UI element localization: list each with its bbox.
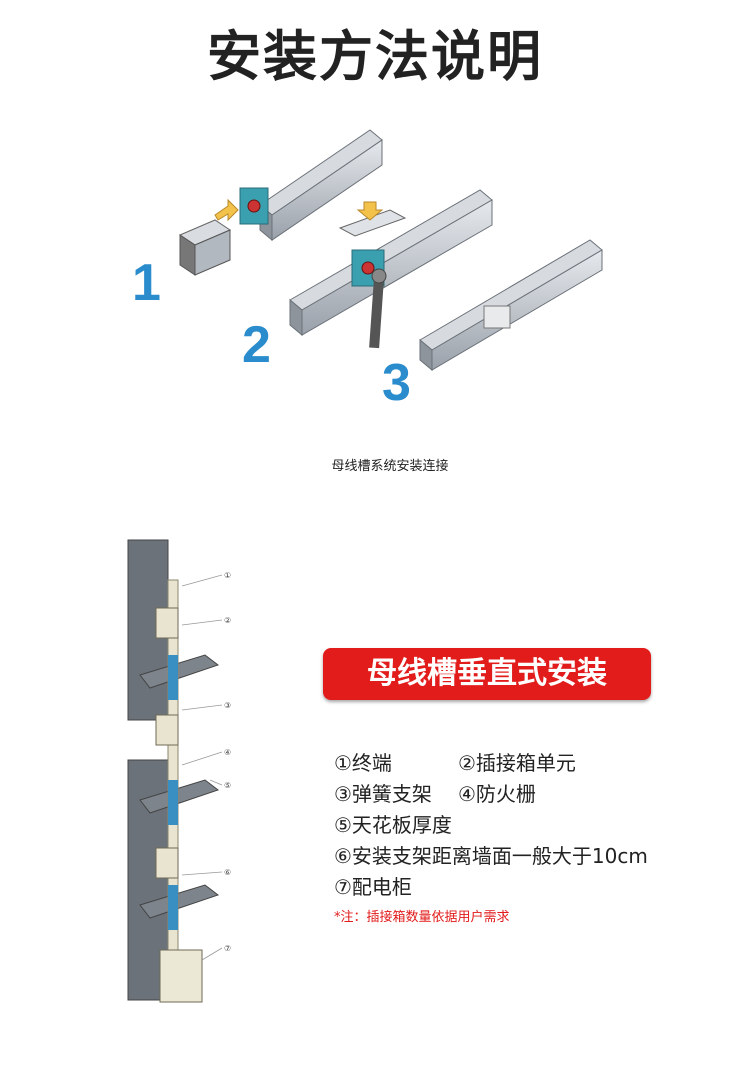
diagram-callout: ① <box>224 571 231 580</box>
step-number: 2 <box>242 316 271 374</box>
legend-item: ⑦配电柜 <box>334 875 412 899</box>
legend-row: ①终端 ②插接箱单元 <box>334 748 648 779</box>
diagram-callout: ⑦ <box>224 944 231 953</box>
vertical-installation-diagram: ① ② ③ ④ ⑤ ⑥ ⑦ <box>127 539 231 1003</box>
legend-item: ⑥安装支架距离墙面一般大于10cm <box>334 844 648 868</box>
diagram-callout: ③ <box>224 701 231 710</box>
legend-row: ⑥安装支架距离墙面一般大于10cm <box>334 841 648 872</box>
section-banner: 母线槽垂直式安装 <box>323 648 651 700</box>
step-1-graphic <box>178 129 383 276</box>
step-number: 3 <box>382 354 411 412</box>
diagram-callout: ⑥ <box>224 868 231 877</box>
legend-item: ③弹簧支架 <box>334 782 432 806</box>
legend-item: ①终端 <box>334 751 392 775</box>
diagram-callout: ④ <box>224 748 231 757</box>
legend: ①终端 ②插接箱单元 ③弹簧支架 ④防火栅 ⑤天花板厚度 ⑥安装支架距离墙面一般大于… <box>334 748 648 903</box>
legend-item: ⑤天花板厚度 <box>334 813 452 837</box>
legend-item: ②插接箱单元 <box>458 751 576 775</box>
steps-caption: 母线槽系统安装连接 <box>331 459 449 474</box>
page-title: 安装方法说明 <box>207 25 543 88</box>
diagram-callout: ② <box>224 616 231 625</box>
legend-item: ④防火栅 <box>458 782 536 806</box>
step-number: 1 <box>132 254 161 312</box>
step-2-graphic <box>289 189 493 349</box>
legend-row: ⑦配电柜 <box>334 872 648 903</box>
busway-connection-illustration: 1 2 3 <box>132 129 603 412</box>
diagram-callout: ⑤ <box>224 781 231 790</box>
legend-row: ③弹簧支架 ④防火栅 <box>334 779 648 810</box>
legend-row: ⑤天花板厚度 <box>334 810 648 841</box>
footnote: *注：插接箱数量依据用户需求 <box>334 910 510 925</box>
step-3-graphic <box>419 239 603 372</box>
